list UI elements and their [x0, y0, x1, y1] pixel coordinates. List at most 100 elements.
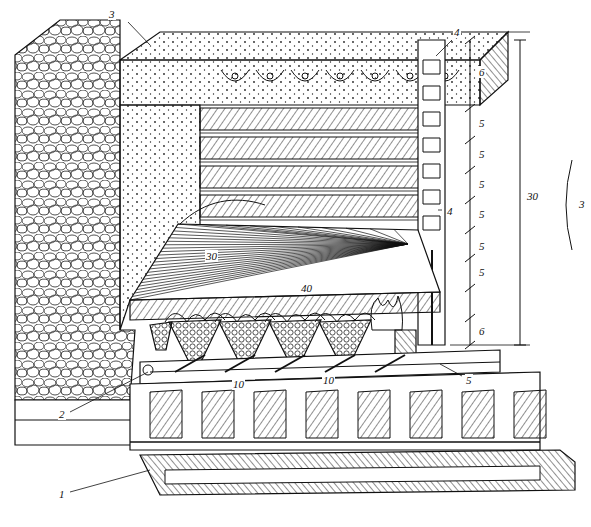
dimension-value: 5 [478, 117, 486, 129]
rock-mass [15, 20, 135, 400]
dimension-tick [514, 40, 526, 41]
pillar-block [410, 390, 442, 438]
top-layer-top [120, 32, 508, 60]
callout-number: 30 [205, 250, 218, 262]
fan-drill-hole [141, 244, 408, 283]
dimension-tick [465, 166, 475, 174]
raise-window [423, 138, 440, 152]
pillar-block [150, 390, 182, 438]
dimension-value: 5 [478, 240, 486, 252]
ore-slice [200, 195, 425, 217]
raise-window [423, 190, 440, 204]
leader-line [70, 372, 148, 412]
fan-drill-hole [147, 244, 408, 272]
pillar-block [358, 390, 390, 438]
slice-gap [200, 191, 425, 192]
ore-slice [200, 166, 425, 188]
fan-drill-hole [274, 226, 408, 244]
raise-window [423, 112, 440, 126]
raise-window [423, 86, 440, 100]
charge-arc [361, 70, 389, 81]
fan-drill-hole [202, 225, 408, 244]
charge-hole [372, 73, 378, 79]
dimension-value: 5 [478, 266, 486, 278]
dimension-value: 5 [478, 148, 486, 160]
dimension-tick [465, 36, 475, 44]
dimension-tick [465, 284, 475, 292]
fan-drill-hole [132, 244, 408, 297]
charge-hole [267, 73, 273, 79]
dimension-tick [465, 254, 475, 262]
dimension-value: 6 [478, 66, 486, 78]
draw-cone-left [150, 322, 172, 350]
pillar-block [514, 390, 546, 438]
blast-outline [180, 200, 265, 224]
foundation [140, 450, 575, 495]
charge-hole [302, 73, 308, 79]
fan-drill-hole [370, 229, 408, 244]
fan-drill-hole [134, 244, 408, 293]
leader-line [440, 364, 462, 376]
fan-drill-hole [137, 244, 408, 290]
ore-pass [275, 355, 305, 372]
callout-number: 4 [446, 205, 454, 217]
pillar-block [306, 390, 338, 438]
fan-drill-hole [145, 244, 408, 276]
ore-pass [175, 355, 205, 372]
dimension-value: 5 [478, 208, 486, 220]
callout-number: 2 [58, 408, 66, 420]
fan-drill-hole [130, 244, 408, 300]
fan-drill-hole [139, 244, 408, 286]
charge-hole [337, 73, 343, 79]
draw-cone [169, 320, 221, 362]
raise-window [423, 60, 440, 74]
blast-slab-top [130, 224, 440, 300]
leader-line [436, 40, 452, 56]
dimension-tick [465, 136, 475, 144]
rail-line [150, 362, 500, 372]
pillar-block [202, 390, 234, 438]
callout-number: 10 [232, 378, 245, 390]
leader-line [438, 210, 442, 211]
pillar-block [254, 390, 286, 438]
slice-gap [200, 220, 425, 221]
callout-number: 40 [300, 282, 313, 294]
callout-number: 4 [453, 26, 461, 38]
dimension-tick [465, 196, 475, 204]
charge-arc [221, 70, 249, 81]
charge-arc [326, 70, 354, 81]
leader-line [128, 22, 150, 45]
draw-cone [219, 320, 271, 362]
ore-heap [315, 313, 375, 322]
fan-drill-hole [322, 228, 408, 244]
fan-drill-hole [226, 225, 408, 244]
slice-gap [200, 162, 425, 163]
dimension-value: 6 [478, 325, 486, 337]
overall-dimension-line [520, 40, 521, 345]
fan-drill-hole [143, 244, 408, 279]
raise-window [423, 164, 440, 178]
extension-line [508, 32, 530, 33]
dimension-tick [465, 104, 475, 112]
charge-arc [256, 70, 284, 81]
charge-arc [291, 70, 319, 81]
ore-pass [225, 355, 255, 372]
dimension-value: 3 [578, 198, 586, 210]
charge-hole [407, 73, 413, 79]
raise-window [423, 216, 440, 230]
fan-drill-hole [167, 241, 408, 244]
ore-pass [325, 355, 355, 372]
blast-flame [371, 296, 403, 330]
level-line [130, 441, 540, 443]
ore-slice [200, 137, 425, 159]
callout-number: 3 [108, 8, 116, 20]
dimension-value: 30 [526, 190, 539, 202]
fan-drill-hole [394, 229, 408, 244]
dimension-tick [465, 226, 475, 234]
dimension-tick [465, 314, 475, 322]
fan-drill-hole [298, 227, 408, 244]
callout-number: 10 [322, 374, 335, 386]
foundation-gallery [165, 466, 540, 484]
